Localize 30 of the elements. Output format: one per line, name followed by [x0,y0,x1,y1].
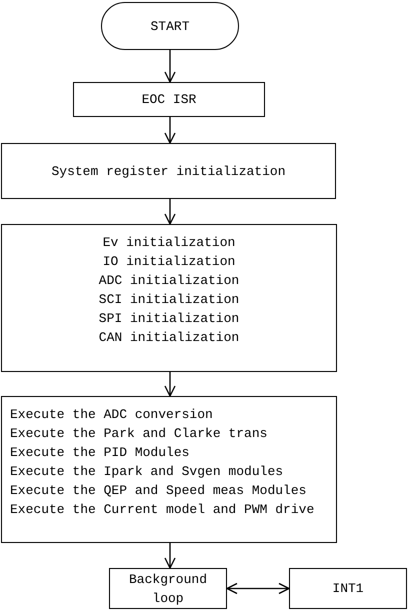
process-box [1,224,337,372]
step-text: Ev initialization [102,234,236,252]
step-text: Execute the QEP and Speed meas Modules [10,482,306,500]
step-text: SPI initialization [98,310,240,328]
arrow [164,543,176,569]
process-box [1,396,337,543]
step-text: ADC initialization [98,272,240,290]
process-box [73,82,265,117]
step-text: INT1 [332,580,364,598]
step-text: Execute the Park and Clarke trans [10,424,268,442]
terminal-box [101,2,239,50]
arrow [226,582,290,594]
step-text: IO initialization [102,253,236,271]
step-text: EOC ISR [142,91,196,109]
step-text: Background loop [128,570,208,608]
step-text: Execute the Current model and PWM drive [10,500,314,518]
arrow [164,50,176,83]
step-text: START [150,18,190,36]
process-box [1,143,336,199]
step-text: Execute the Ipark and Svgen modules [10,462,284,480]
step-text: Execute the PID Modules [10,444,190,462]
step-text: SCI initialization [98,291,240,309]
step-text: System register initialization [51,162,286,180]
arrow [164,199,176,225]
arrow [164,117,176,144]
step-text: Execute the ADC conversion [10,406,213,424]
step-text: CAN initialization [98,329,240,347]
process-box [289,568,407,609]
process-box [109,568,227,609]
arrow [164,372,176,397]
